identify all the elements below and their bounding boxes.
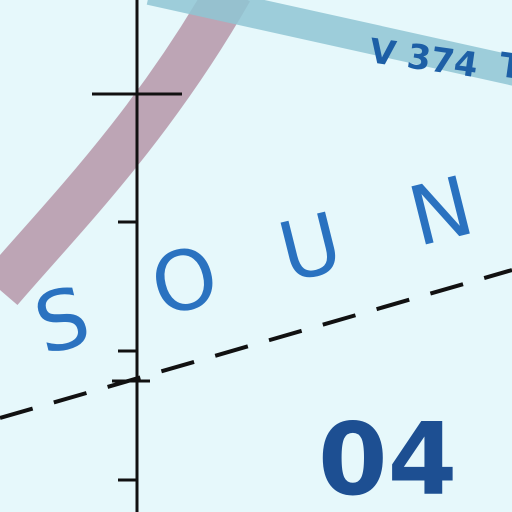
airway-label: V 374 [367,31,481,86]
dashed-boundary-line [0,268,512,420]
water-letter-s: S [26,269,99,374]
airway-v374 [146,0,512,86]
water-letter-o: O [142,228,228,336]
restricted-area-arc [0,0,250,305]
water-letter-n: N [400,159,483,266]
water-letter-u: U [270,195,351,302]
airway-label-partial: T [497,45,512,88]
sector-label: 04 [318,401,457,512]
